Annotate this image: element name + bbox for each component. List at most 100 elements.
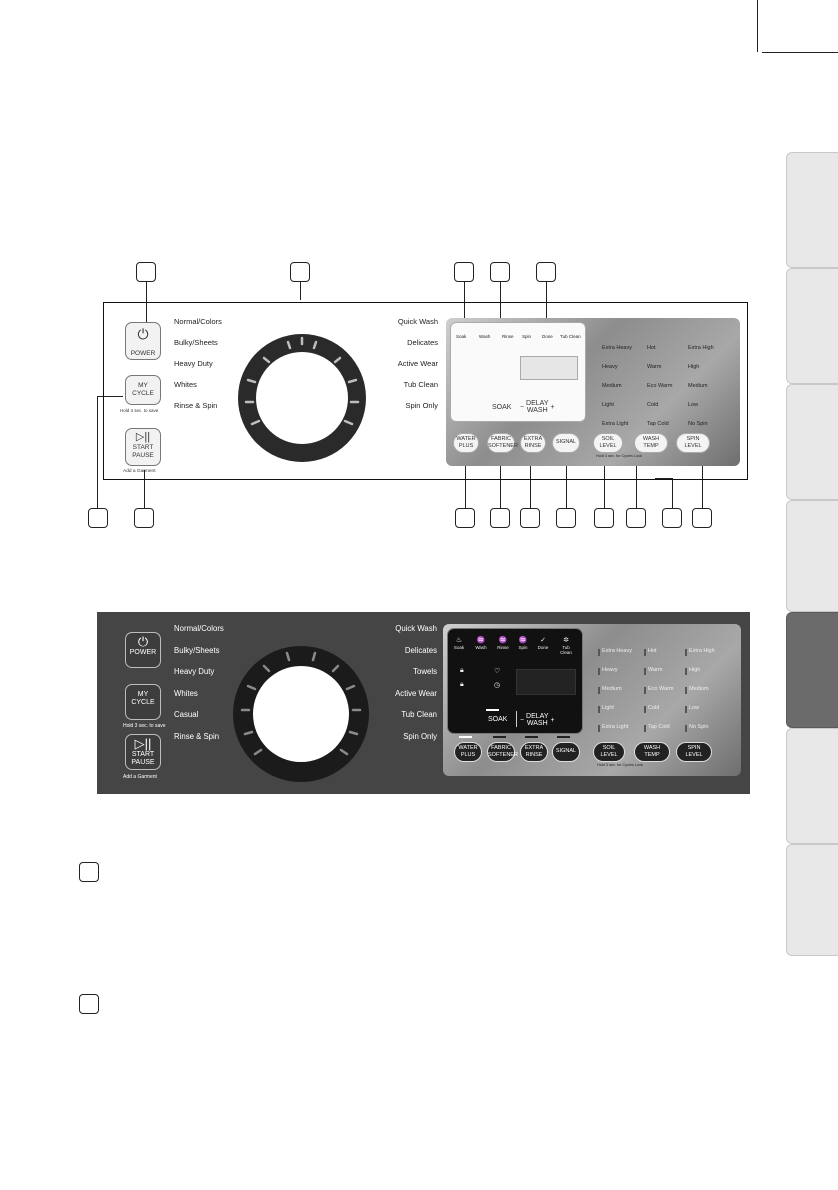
cycle-bulky-sheets-dark[interactable]: Bulky/Sheets: [174, 645, 220, 655]
callout-box: [79, 862, 99, 882]
soil-heavy: Heavy: [602, 364, 618, 370]
fabric-softener-button-dark[interactable]: FABRIC SOFTENER: [487, 742, 518, 762]
chapter-tab-3[interactable]: [786, 384, 838, 500]
clock-icon: ◷: [494, 682, 501, 689]
callout-box: [134, 508, 154, 528]
start-pause-button[interactable]: ▷|| START PAUSE: [125, 428, 161, 466]
fabric-softener-l1: FABRIC: [491, 436, 511, 442]
water-plus-button[interactable]: WATER PLUS: [453, 433, 479, 453]
my-cycle-button[interactable]: MY CYCLE: [125, 375, 161, 405]
status-spin-dark: ♒Spin: [518, 637, 528, 650]
time-lcd: [520, 356, 578, 380]
led: [598, 649, 600, 656]
my-cycle-label-2: CYCLE: [132, 390, 154, 397]
power-icon: ⏻: [137, 634, 149, 649]
soil-level-button[interactable]: SOIL LEVEL: [593, 433, 623, 453]
signal-button-dark[interactable]: SIGNAL: [552, 742, 580, 762]
fabric-softener-l2-dark: SOFTENER: [488, 751, 518, 758]
my-cycle-l1-dark: MY: [137, 691, 149, 698]
callout-box: [520, 508, 540, 528]
chapter-tab-4[interactable]: [786, 500, 838, 612]
cycle-active-wear[interactable]: Active Wear: [397, 359, 438, 368]
cycle-heavy-duty[interactable]: Heavy Duty: [174, 359, 213, 368]
leader-line: [636, 462, 637, 508]
cycle-delicates-dark[interactable]: Delicates: [404, 645, 437, 655]
delay-minus[interactable]: −: [520, 403, 525, 411]
cycle-selector-knob-dark[interactable]: [231, 620, 371, 790]
control-panel-dark: ⏻ POWER MY CYCLE Hold 3 sec. to save ▷||…: [97, 612, 750, 794]
led: [644, 725, 646, 732]
cycle-towels-dark[interactable]: Towels: [413, 667, 437, 676]
leader-line: [702, 462, 703, 508]
lock-icon: 🔒︎: [460, 667, 464, 674]
chapter-tab-2[interactable]: [786, 268, 838, 384]
signal-button[interactable]: SIGNAL: [552, 433, 580, 453]
cycle-rinse-spin-dark[interactable]: Rinse & Spin: [174, 731, 220, 741]
status-tub-clean-dark: ✲Tub Clean: [560, 637, 572, 655]
power-label-dark: POWER: [129, 649, 157, 656]
soak-label-dark[interactable]: SOAK: [488, 716, 508, 723]
chapter-tab-1[interactable]: [786, 152, 838, 268]
my-cycle-label-1: MY: [138, 382, 148, 389]
delay-wash-control[interactable]: − DELAY WASH +: [520, 400, 555, 414]
temp-hot: Hot: [647, 345, 656, 351]
cycle-normal-colors[interactable]: Normal/Colors: [174, 317, 222, 326]
cycle-tub-clean-dark[interactable]: Tub Clean: [401, 710, 437, 719]
leader-line: [97, 396, 123, 397]
cycle-selector-knob[interactable]: [232, 310, 372, 468]
callout-box: [662, 508, 682, 528]
crop-mark: [757, 0, 758, 52]
delay-plus-dark[interactable]: +: [550, 716, 555, 724]
cycles-lock-hint-dark: Hold 3 sec. for Cycles Lock: [597, 763, 644, 767]
extra-rinse-button[interactable]: EXTRA RINSE: [520, 433, 546, 453]
cycle-active-wear-dark[interactable]: Active Wear: [395, 688, 437, 698]
spin-level-button-dark[interactable]: SPIN LEVEL: [676, 742, 712, 762]
my-cycle-button-dark[interactable]: MY CYCLE: [125, 684, 161, 720]
chapter-tab-6[interactable]: [786, 728, 838, 844]
play-pause-icon: ▷||: [134, 736, 152, 751]
fabric-softener-button[interactable]: FABRIC SOFTENER: [487, 433, 518, 453]
chapter-tab-5-active[interactable]: [786, 612, 838, 728]
cycle-delicates[interactable]: Delicates: [407, 338, 438, 347]
leader-line: [300, 282, 301, 300]
cycle-quick-wash[interactable]: Quick Wash: [397, 317, 438, 326]
delay-minus-dark[interactable]: −: [520, 716, 525, 724]
soil-level-button-dark[interactable]: SOIL LEVEL: [593, 742, 625, 762]
temp-hot-dark: Hot: [648, 648, 657, 654]
spin-no-spin-dark: No Spin: [689, 724, 709, 730]
cycle-whites-dark[interactable]: Whites: [174, 688, 198, 698]
extra-rinse-button-dark[interactable]: EXTRA RINSE: [520, 742, 548, 762]
status-soak-dark: ♨Soak: [453, 637, 465, 650]
wash-temp-button-dark[interactable]: WASH TEMP: [634, 742, 670, 762]
soil-extra-light-dark: Extra Light: [602, 724, 629, 730]
cycle-spin-only[interactable]: Spin Only: [405, 401, 438, 410]
power-button-dark[interactable]: ⏻ POWER: [125, 632, 161, 668]
cycle-casual-dark[interactable]: Casual: [174, 710, 199, 719]
temp-eco-warm: Eco Warm: [647, 383, 673, 389]
delay-plus[interactable]: +: [550, 403, 555, 411]
wash-temp-button[interactable]: WASH TEMP: [634, 433, 668, 453]
delay-wash-control-dark[interactable]: − DELAY WASH +: [520, 713, 555, 727]
leader-line: [144, 470, 145, 508]
power-button[interactable]: ⏻ POWER: [125, 322, 161, 360]
soil-level-l2: LEVEL: [599, 442, 617, 449]
spin-low: Low: [688, 402, 699, 408]
spin-level-button[interactable]: SPIN LEVEL: [676, 433, 710, 453]
cycle-spin-only-dark[interactable]: Spin Only: [403, 731, 437, 741]
extra-rinse-indicator: [525, 736, 538, 738]
chapter-tab-7[interactable]: [786, 844, 838, 956]
cycle-rinse-spin[interactable]: Rinse & Spin: [174, 401, 218, 410]
cycle-quick-wash-dark[interactable]: Quick Wash: [395, 624, 437, 633]
soak-label[interactable]: SOAK: [492, 404, 512, 411]
cycle-tub-clean[interactable]: Tub Clean: [403, 380, 438, 389]
cycle-heavy-duty-dark[interactable]: Heavy Duty: [174, 667, 215, 676]
start-pause-button-dark[interactable]: ▷|| START PAUSE: [125, 734, 161, 770]
water-plus-button-dark[interactable]: WATER PLUS: [454, 742, 482, 762]
cycle-whites[interactable]: Whites: [174, 380, 197, 389]
wash-temp-l2-dark: TEMP: [644, 751, 660, 758]
callout-box: [556, 508, 576, 528]
cycle-bulky-sheets[interactable]: Bulky/Sheets: [174, 338, 218, 347]
cycle-normal-colors-dark[interactable]: Normal/Colors: [174, 624, 224, 633]
cycles-lock-hint: Hold 3 sec. for Cycles Lock: [596, 454, 643, 458]
soil-medium: Medium: [602, 383, 622, 389]
